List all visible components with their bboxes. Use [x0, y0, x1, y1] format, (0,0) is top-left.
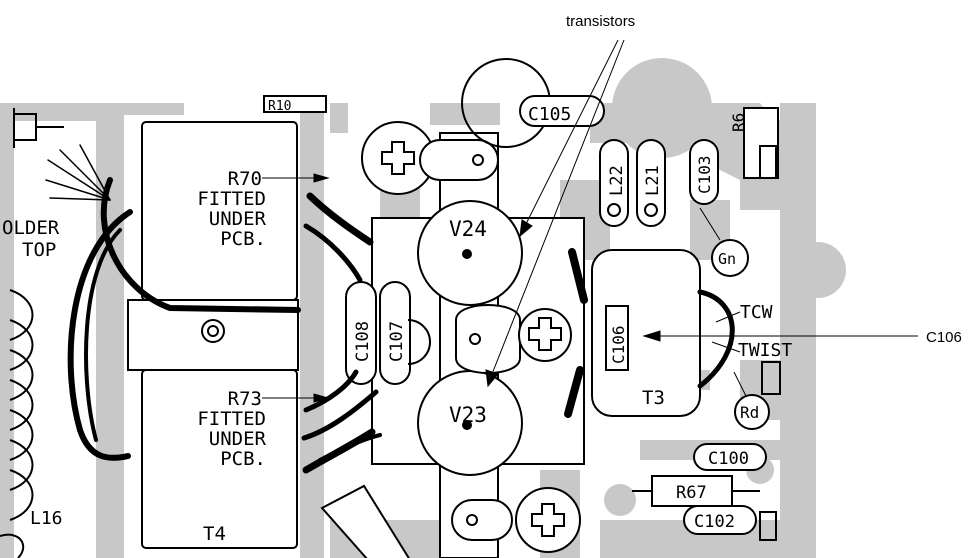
c103-capacitor: [689, 139, 719, 205]
tcw-label: TCW: [740, 302, 773, 323]
c107-capacitor: [379, 281, 411, 385]
wiring: [45, 144, 735, 474]
r70-label: R70: [228, 168, 262, 190]
c106-box-label: C106: [609, 325, 628, 364]
rd-label: Rd: [740, 403, 759, 422]
transistors-leader-v24: [525, 39, 619, 225]
c103-label: C103: [695, 155, 714, 194]
l16-label: L16: [30, 508, 63, 529]
t4-label: T4: [203, 523, 226, 545]
r73-pcb-label: PCB.: [220, 448, 266, 470]
r73-under-label: UNDER: [209, 428, 267, 450]
r73-label: R73: [228, 388, 262, 410]
twist-label: TWIST: [738, 340, 792, 361]
t3-transformer: [591, 249, 701, 417]
board-labels: R70 FITTED UNDER PCB. R73 FITTED UNDER P…: [2, 99, 792, 545]
r73-fitted-label: FITTED: [197, 408, 266, 430]
r70-fitted-label: FITTED: [197, 188, 266, 210]
t4-body: [141, 369, 298, 549]
r67-label: R67: [676, 483, 707, 503]
l21-inductor: [636, 139, 666, 227]
l22-label: L22: [607, 165, 627, 196]
c106-callout: C106: [926, 329, 962, 346]
mounting-hole: [201, 319, 225, 343]
older-label: OLDER: [2, 217, 60, 239]
v23-label: V23: [449, 403, 487, 427]
t3-label: T3: [642, 387, 665, 409]
c102-capacitor: [683, 505, 757, 535]
screw-crosses: [381, 141, 565, 537]
c100-capacitor: [693, 443, 767, 471]
transistors-callout: transistors: [566, 13, 635, 30]
gn-terminal: [711, 239, 749, 277]
gn-label: Gn: [718, 250, 736, 268]
c100-label: C100: [708, 449, 749, 469]
c106-component: [605, 305, 629, 371]
c105-label: C105: [528, 104, 571, 125]
c107-label: C107: [387, 321, 407, 362]
rd-terminal: [734, 394, 770, 430]
r6-label: R6: [729, 113, 748, 132]
component-outlines: [0, 58, 781, 558]
callout-labels: transistors C106: [566, 13, 962, 346]
top-label: TOP: [22, 239, 56, 261]
transistors-leader-v23: [491, 39, 625, 375]
v24-label: V24: [449, 217, 487, 241]
r10-resistor: [263, 95, 327, 113]
l22-inductor: [599, 139, 629, 227]
c102-label: C102: [694, 512, 735, 532]
r70-under-label: UNDER: [209, 208, 267, 230]
leader-lines: [262, 39, 918, 403]
r10-label: R10: [268, 99, 291, 114]
l21-label: L21: [643, 165, 663, 196]
r70-pcb-label: PCB.: [220, 228, 266, 250]
c108-label: C108: [353, 321, 373, 362]
